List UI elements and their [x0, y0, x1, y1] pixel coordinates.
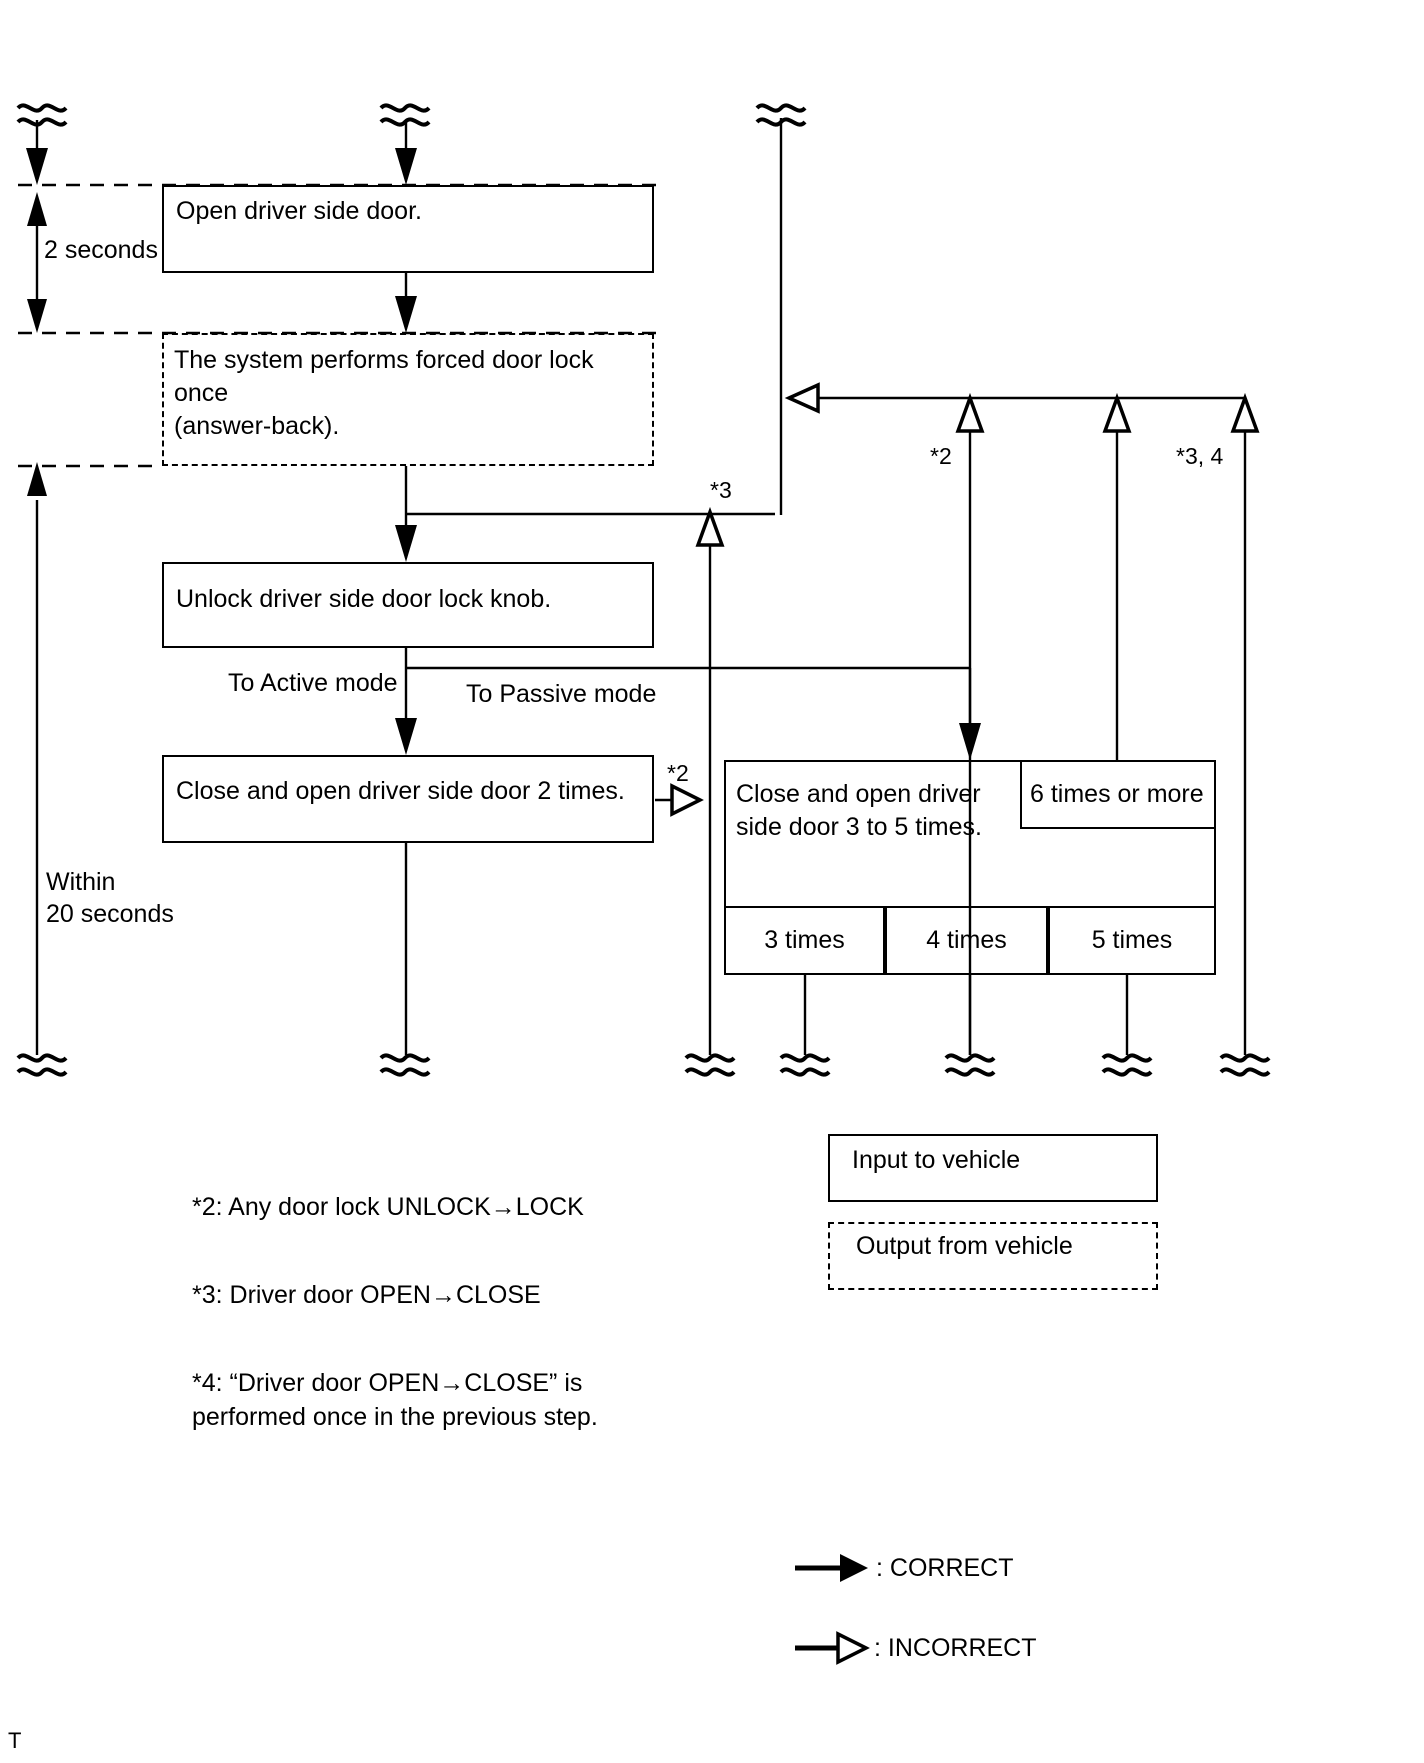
page-tail-character: T [8, 1728, 22, 1753]
box-close-open-3-to-5-label: Close and open driver side door 3 to 5 t… [736, 780, 982, 841]
arrowhead-close2-down [395, 718, 417, 755]
legend-correct-label: : CORRECT [876, 1554, 1014, 1582]
box-open-driver-door-label: Open driver side door. [176, 197, 422, 225]
legend-incorrect-label: : INCORRECT [874, 1634, 1037, 1662]
footnote-4: *4: “Driver door OPEN→CLOSE” is performe… [192, 1369, 598, 1431]
arrowhead-unlock-down [395, 525, 417, 562]
hollow-arrow-star3-up [695, 506, 725, 547]
legend-incorrect-head [836, 1631, 870, 1665]
cell-four-times-label: 4 times [926, 926, 1007, 954]
label-to-passive-mode: To Passive mode [466, 680, 657, 708]
hollow-arrow-star3-into-bus [784, 382, 820, 414]
break-squiggle-bottom-3times [779, 1053, 831, 1077]
hollow-arrowheads [670, 382, 1260, 1665]
box-forced-door-lock[interactable] [162, 333, 654, 466]
cell-three-times[interactable] [724, 906, 885, 975]
label-two-seconds: 2 seconds [44, 236, 158, 264]
marker-star34-right: *3, 4 [1176, 443, 1224, 469]
break-squiggle-bottom-left [16, 1053, 68, 1077]
solid-arrowheads [26, 148, 981, 1582]
legend-output-label: Output from vehicle [856, 1232, 1073, 1260]
legend-input-box [828, 1134, 1158, 1202]
box-forced-door-lock-label: The system performs forced door lock onc… [174, 346, 594, 440]
arrowhead-within20-up [27, 462, 47, 496]
break-squiggle-bottom-4times [944, 1053, 996, 1077]
legend-input-label: Input to vehicle [852, 1146, 1021, 1174]
footnote-2: *2: Any door lock UNLOCK→LOCK [192, 1193, 584, 1221]
arrowhead-2s-up [27, 192, 47, 226]
box-unlock-knob[interactable] [162, 562, 654, 648]
break-squiggle-bottom-right [1219, 1053, 1271, 1077]
cell-four-times[interactable] [885, 906, 1048, 975]
footnote-3: *3: Driver door OPEN→CLOSE [192, 1281, 541, 1309]
hollow-arrow-mid-up [1102, 392, 1132, 433]
arrowhead-left-timeline-down [26, 148, 48, 185]
legend-correct-head [840, 1554, 868, 1582]
marker-star3-left: *3 [710, 477, 732, 503]
hollow-arrow-star2-up [955, 392, 985, 433]
hollow-arrow-star2-into-box [670, 783, 704, 817]
arrowhead-passive-down [959, 723, 981, 760]
box-six-times-or-more[interactable] [1020, 760, 1216, 829]
box-close-open-2-times[interactable] [162, 755, 654, 843]
connector-lines [16, 103, 1271, 1651]
label-to-active-mode: To Active mode [228, 669, 398, 697]
cell-five-times-label: 5 times [1091, 926, 1173, 954]
hollow-arrow-right-up [1230, 392, 1260, 433]
cell-three-times-label: 3 times [764, 926, 845, 954]
break-squiggle-bottom-mid [379, 1053, 431, 1077]
arrowhead-forcedlock-down [395, 296, 417, 333]
marker-star2-mid: *2 [930, 443, 952, 469]
legend-output-box [828, 1222, 1158, 1290]
box-open-driver-door[interactable] [162, 185, 654, 273]
break-squiggle-bottom-5times [1101, 1053, 1153, 1077]
arrowhead-2s-down [27, 299, 47, 333]
break-squiggle-top-left [16, 103, 68, 127]
cell-five-times[interactable] [1048, 906, 1216, 975]
label-within-20-seconds: Within 20 seconds [46, 868, 174, 928]
box-close-open-2-times-label: Close and open driver side door 2 times. [176, 777, 625, 805]
box-six-times-or-more-label: 6 times or more [1030, 780, 1204, 808]
marker-star2-right: *2 [667, 760, 689, 786]
arrowhead-mid-door-down [395, 148, 417, 185]
box-unlock-knob-label: Unlock driver side door lock knob. [176, 585, 552, 613]
break-squiggle-bottom-star3 [684, 1053, 736, 1077]
